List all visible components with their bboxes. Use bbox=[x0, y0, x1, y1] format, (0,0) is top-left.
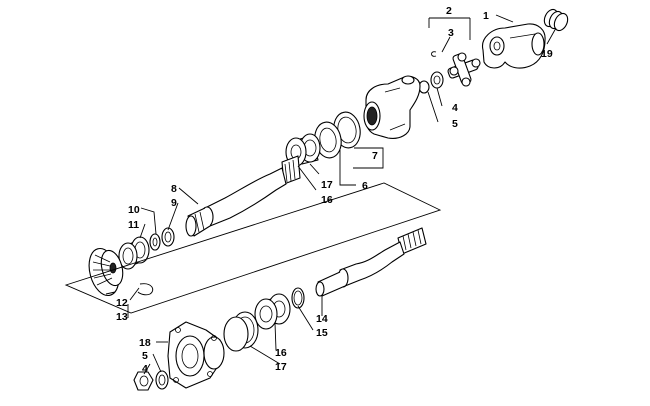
callout-16-bottom: 16 bbox=[275, 347, 287, 359]
part-9-10-washers bbox=[149, 227, 175, 251]
callout-16-top: 16 bbox=[321, 194, 333, 206]
callout-14: 14 bbox=[316, 313, 328, 325]
callout-19: 19 bbox=[541, 48, 553, 60]
callout-18: 18 bbox=[139, 337, 151, 349]
callout-4-top: 4 bbox=[452, 102, 458, 114]
leader-lines bbox=[105, 14, 557, 375]
part-15-o-ring bbox=[291, 287, 305, 309]
part-12-bevel-gear bbox=[88, 247, 124, 297]
part-14-output-shaft bbox=[315, 227, 427, 297]
callout-15: 15 bbox=[316, 327, 328, 339]
part-1-yoke bbox=[482, 23, 546, 69]
callout-4-bottom: 4 bbox=[142, 363, 148, 375]
callout-17-bottom: 17 bbox=[275, 361, 287, 373]
assembly-group-boundary bbox=[64, 182, 442, 314]
part-16-17-bearing-bottom bbox=[223, 293, 291, 352]
callout-12: 12 bbox=[116, 297, 128, 309]
part-13-snap-ring bbox=[137, 283, 154, 296]
callout-6: 6 bbox=[362, 180, 368, 192]
callout-7: 7 bbox=[372, 150, 378, 162]
callout-17-top: 17 bbox=[321, 179, 333, 191]
part-4-nut-bottom bbox=[133, 371, 154, 391]
part-4-5-seal-top bbox=[418, 71, 444, 94]
callout-8: 8 bbox=[171, 183, 177, 195]
callout-11: 11 bbox=[128, 219, 139, 231]
part-7-seal-rings bbox=[314, 111, 361, 159]
callout-10: 10 bbox=[128, 204, 140, 216]
part-8-drive-shaft bbox=[185, 155, 301, 237]
callout-13: 13 bbox=[116, 311, 128, 323]
callout-1: 1 bbox=[483, 10, 489, 22]
callout-9: 9 bbox=[171, 197, 177, 209]
part-19-snap-rings bbox=[543, 8, 569, 32]
callout-3: 3 bbox=[448, 27, 454, 39]
part-5-washer-bottom bbox=[155, 370, 169, 390]
part-18-flange bbox=[167, 321, 225, 389]
callout-5-bottom: 5 bbox=[142, 350, 148, 362]
part-6-coupler-yoke bbox=[363, 75, 421, 139]
callout-2: 2 bbox=[446, 5, 452, 17]
part-11-bearing bbox=[118, 236, 150, 270]
callout-5-top: 5 bbox=[452, 118, 458, 130]
part-2-universal-joint-cross bbox=[447, 52, 481, 87]
part-3-clip bbox=[431, 51, 437, 57]
